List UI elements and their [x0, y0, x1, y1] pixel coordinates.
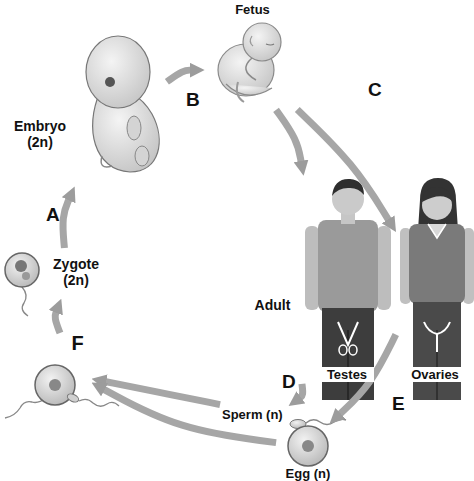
zygote-cell [5, 253, 39, 287]
pants [413, 302, 461, 400]
hair [422, 187, 452, 202]
sperm-cell: Sperm (n) [222, 404, 352, 432]
leg-gap [347, 330, 349, 400]
fetus-head [243, 23, 281, 61]
step-letter: D [282, 372, 296, 392]
stage-label: Ovaries [405, 367, 465, 382]
sperm-tail [306, 419, 346, 424]
ovaries-icon [424, 322, 450, 352]
male-adult: Testes [300, 177, 395, 382]
stage-arrow [167, 70, 191, 82]
arm [305, 226, 319, 310]
stage-arrow [297, 110, 389, 221]
sperm-tail [22, 287, 28, 316]
step-letter: E [392, 394, 405, 414]
female-adult: Ovaries [397, 180, 474, 382]
zygote-drawing [5, 253, 39, 316]
egg-cell-drawing [288, 426, 328, 466]
shirt [318, 220, 378, 312]
fetus-ear [250, 36, 253, 46]
stage-arrow [300, 384, 303, 398]
stage-arrow [276, 110, 301, 163]
sperm-tail [79, 399, 119, 406]
step-letter: A [46, 205, 60, 225]
embryo-head [86, 36, 150, 108]
fetus-leg [226, 84, 272, 95]
collar [428, 224, 446, 238]
arm [377, 226, 391, 310]
stage-label: Fetus [205, 2, 300, 17]
stage-label: F [65, 332, 90, 354]
nucleus [15, 260, 27, 272]
step-letter: B [186, 90, 200, 110]
fetus-stage: Fetus [205, 0, 300, 108]
stage-arrow [55, 311, 60, 333]
hair [418, 178, 458, 230]
stage-label: Embryo (2n) [10, 118, 70, 150]
sperm-head [66, 392, 80, 403]
stage-label: Zygote (2n) [47, 256, 105, 288]
fertilization-drawing [5, 365, 119, 418]
zygote-stage: Zygote (2n) [5, 250, 115, 300]
embryo-tail [101, 156, 112, 167]
testes-icon [339, 345, 347, 355]
testes-icon [349, 345, 357, 355]
step-letter: C [368, 80, 382, 100]
fetus-arm [246, 58, 256, 80]
stage-label: Adult [245, 297, 300, 313]
embryo-eye [105, 77, 115, 87]
limb-bud [127, 116, 141, 140]
fertilization-stage: F [30, 335, 90, 410]
fetus-eye [266, 44, 274, 45]
sperm-drawing [290, 419, 346, 428]
embryo-drawing [86, 36, 159, 172]
woman-figure [400, 178, 474, 400]
stage-arrow [63, 199, 69, 248]
testes-icon [338, 322, 358, 345]
stage-label: Sperm (n) [222, 407, 297, 422]
stage-label: Egg (n) [278, 466, 338, 481]
shirt [409, 224, 465, 304]
fetus-drawing [218, 23, 281, 102]
stage-label: Testes [320, 367, 374, 382]
umbilical-cord [237, 82, 244, 102]
adult-stage: AdultTestes Ovaries [245, 165, 474, 385]
egg-cell: Egg (n) [278, 425, 338, 481]
embryo-stage: Embryo (2n) [10, 30, 165, 185]
nucleus [302, 440, 314, 452]
sperm-tail [5, 398, 46, 418]
egg-drawing [288, 426, 328, 466]
nucleus [49, 379, 61, 391]
limb-bud [135, 146, 149, 166]
nucleus [22, 272, 30, 280]
hair [332, 179, 364, 196]
